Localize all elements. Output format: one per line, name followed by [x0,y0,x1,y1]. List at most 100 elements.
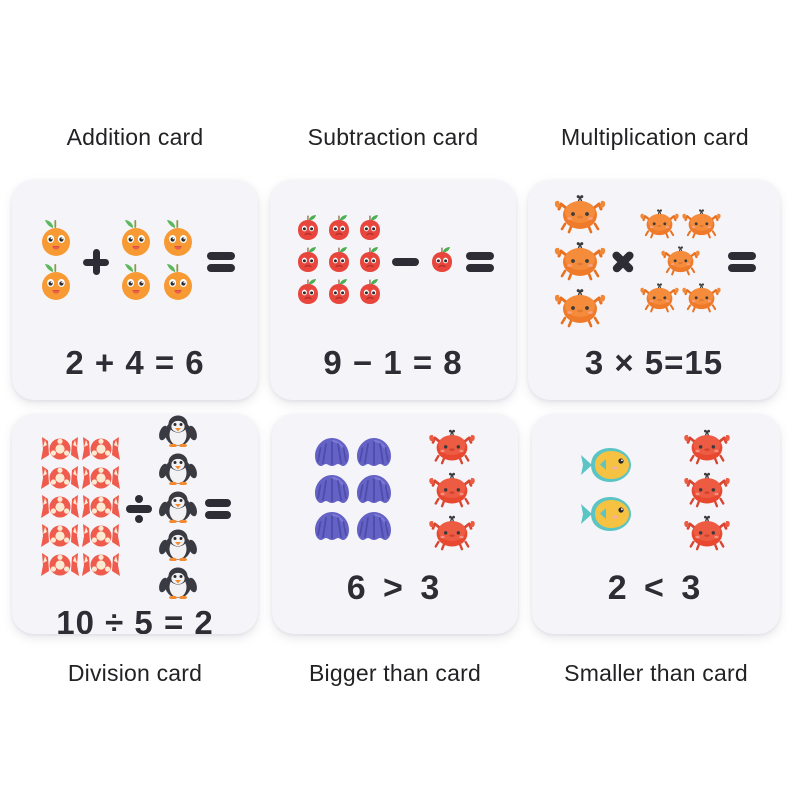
blue-shell-icon [354,435,394,475]
label-bigger-than-card: Bigger than card [309,660,481,686]
apple-fruit-icon [324,244,354,280]
times-operator-icon [610,249,635,274]
red-candy-icon [40,522,80,555]
red-crab-icon [425,470,479,513]
penguin-icon [156,414,200,452]
orange-fruit-icon [158,217,198,264]
orange-crab-icon [553,192,607,239]
group-right-crabs [639,207,722,318]
card-multiplication-artwork [528,180,780,344]
group-left-fish [578,445,636,539]
card-bigger-than-artwork [272,414,518,569]
group-right-apples [426,246,457,278]
group-right-oranges [115,218,199,306]
division-expression-art [40,414,231,604]
equals-operator-icon [466,251,494,273]
minus-operator-icon [392,258,419,266]
apple-fruit-icon [355,276,385,312]
red-crab-icon [680,427,734,470]
group-left-oranges [35,218,77,306]
orange-fruit-icon [158,261,198,308]
equation-smaller-than: 2 < 3 [607,569,705,607]
group-left-apples [292,214,385,310]
group-left-crabs [553,192,607,333]
equation-bigger-than: 6 > 3 [346,569,444,607]
apple-fruit-icon [293,276,323,312]
orange-crab-icon [681,207,722,244]
label-subtraction-card: Subtraction card [307,124,479,150]
apple-fruit-icon [355,212,385,248]
equation-addition: 2 + 4 = 6 [65,344,205,381]
red-candy-icon [40,435,80,468]
penguin-icon [156,490,200,528]
apple-fruit-icon [324,276,354,312]
card-subtraction-inner: 9 − 1 = 8 [270,180,516,400]
blue-shell-icon [312,435,352,475]
card-smaller-than[interactable]: 2 < 3 [532,414,780,634]
card-subtraction-artwork [270,180,516,344]
blue-shell-icon [312,509,352,549]
penguin-icon [156,528,200,566]
group-left-candies [40,435,122,584]
red-crab-icon [680,470,734,513]
equation-division: 10 ÷ 5 = 2 [56,604,214,634]
yellow-fish-icon [578,445,636,490]
addition-expression-art [35,218,235,306]
orange-fruit-icon [116,217,156,264]
card-smaller-than-artwork [532,414,780,569]
orange-fruit-icon [36,217,76,264]
orange-fruit-icon [116,261,156,308]
label-multiplication-card: Multiplication card [561,124,749,150]
card-multiplication-inner: 3 × 5=15 [528,180,780,400]
orange-crab-icon [639,207,680,244]
label-addition-card: Addition card [66,124,204,150]
equation-multiplication: 3 × 5=15 [584,344,724,381]
red-candy-icon [81,464,121,497]
penguin-icon [156,452,200,490]
red-candy-icon [81,435,121,468]
red-candy-icon [40,493,80,526]
orange-crab-icon [553,286,607,333]
card-multiplication[interactable]: 3 × 5=15 [528,180,780,400]
crab-row [639,281,722,318]
yellow-fish-icon [578,494,636,539]
card-division-artwork [12,414,258,604]
apple-fruit-icon [324,212,354,248]
apple-fruit-icon [355,244,385,280]
orange-crab-icon [660,244,701,281]
blue-shell-icon [312,472,352,512]
card-smaller-than-inner: 2 < 3 [532,414,780,634]
card-bigger-than[interactable]: 6 > 3 [272,414,518,634]
smaller-than-comparison-art [542,427,770,556]
equals-operator-icon [727,251,756,273]
equation-subtraction: 9 − 1 = 8 [323,344,463,381]
red-candy-icon [40,464,80,497]
red-crab-icon [680,513,734,556]
card-subtraction[interactable]: 9 − 1 = 8 [270,180,516,400]
red-crab-icon [425,513,479,556]
penguin-icon [156,566,200,604]
crab-row [639,207,722,244]
red-candy-icon [81,493,121,526]
apple-fruit-icon [293,244,323,280]
orange-crab-icon [553,239,607,286]
equals-operator-icon [207,251,235,273]
label-smaller-than-card: Smaller than card [564,660,748,686]
card-addition[interactable]: 2 + 4 = 6 [12,180,258,400]
crab-row [660,244,701,281]
blue-shell-icon [354,509,394,549]
orange-crab-icon [639,281,680,318]
red-candy-icon [81,551,121,584]
multiplication-expression-art [553,192,756,333]
label-division-card: Division card [67,660,203,686]
group-right-penguins [156,414,200,604]
card-division-inner: 10 ÷ 5 = 2 [12,414,258,634]
apple-fruit-icon [293,212,323,248]
group-right-crabs [680,427,734,556]
card-bigger-than-inner: 6 > 3 [272,414,518,634]
bigger-than-comparison-art [282,427,508,556]
card-division[interactable]: 10 ÷ 5 = 2 [12,414,258,634]
group-right-crabs [425,427,479,556]
orange-fruit-icon [36,261,76,308]
